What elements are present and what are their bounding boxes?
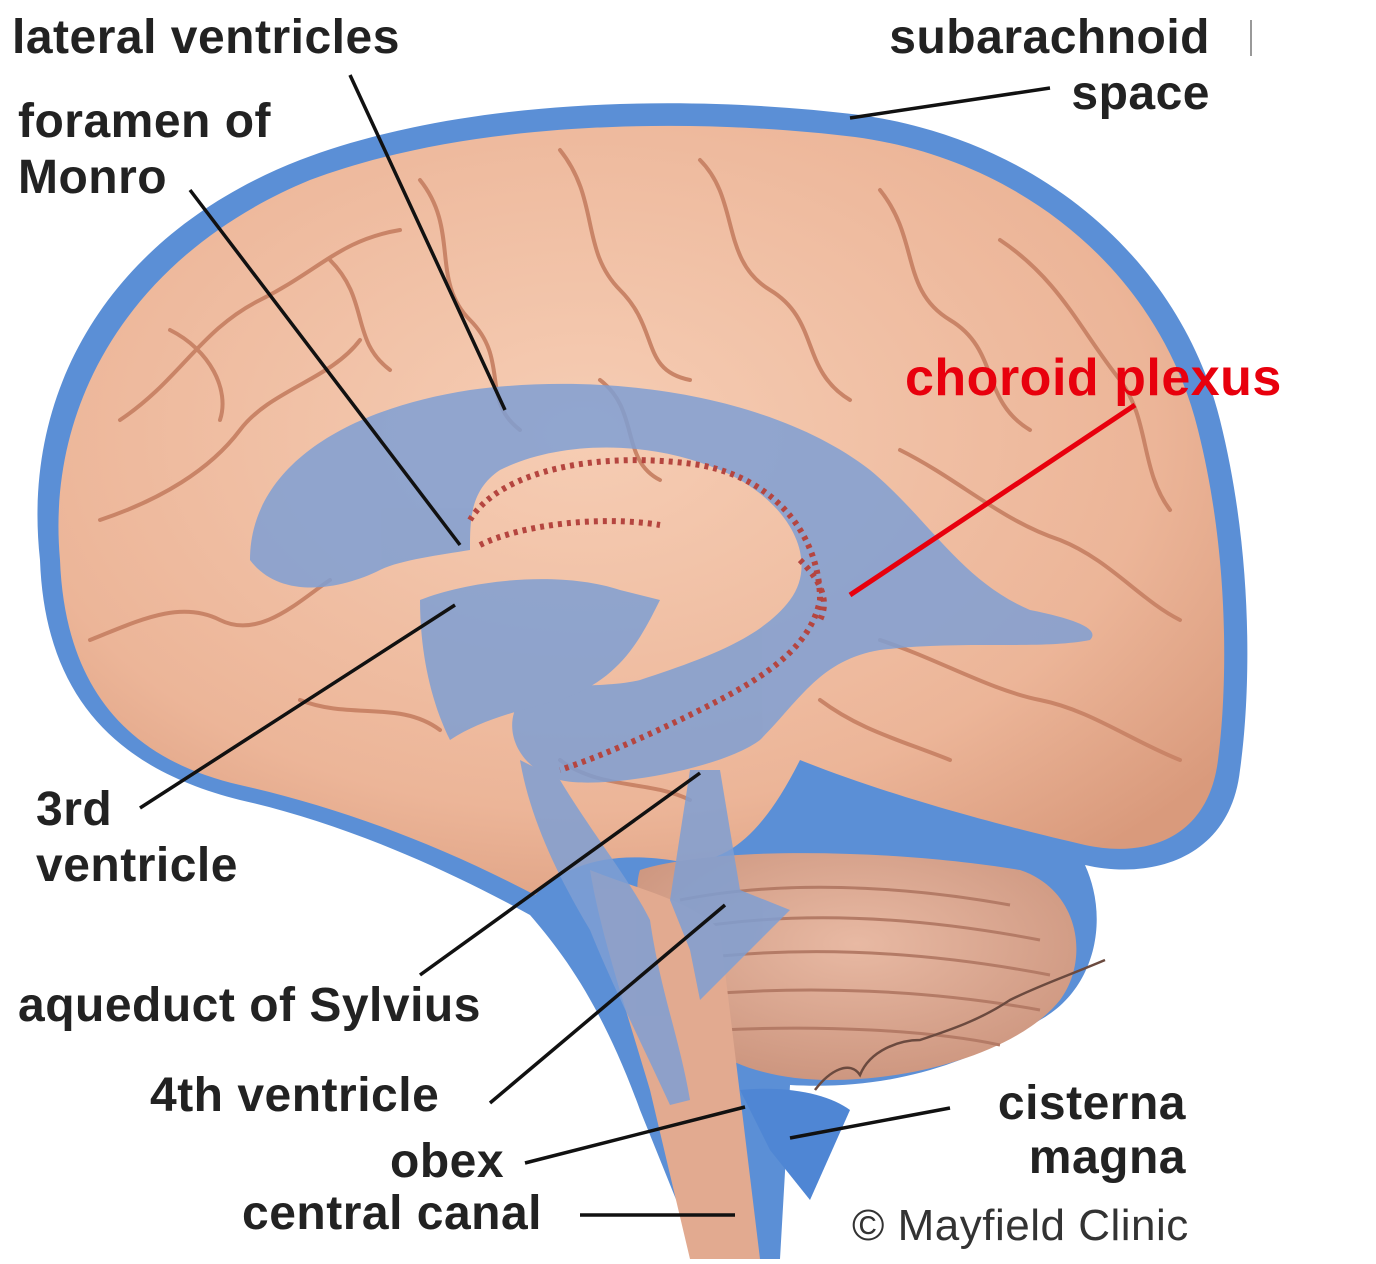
label-3rd-ventricle-line2: ventricle	[36, 840, 238, 892]
label-subarachnoid-line2: space	[1071, 68, 1210, 120]
label-subarachnoid-line1: subarachnoid	[889, 12, 1210, 64]
label-aqueduct-of-sylvius: aqueduct of Sylvius	[18, 980, 481, 1032]
cerebrum-shape	[58, 126, 1224, 895]
label-4th-ventricle: 4th ventricle	[150, 1070, 439, 1122]
leader-subarachnoid-space	[850, 88, 1050, 118]
label-lateral-ventricles: lateral ventricles	[12, 12, 400, 64]
label-cisterna-line1: cisterna	[998, 1078, 1186, 1130]
label-foramen-line1: foramen of	[18, 96, 271, 148]
label-obex: obex	[390, 1136, 504, 1188]
label-3rd-ventricle-line1: 3rd	[36, 784, 112, 836]
label-choroid-plexus: choroid plexus	[905, 352, 1282, 404]
label-foramen-line2: Monro	[18, 152, 167, 204]
credit-mayfield-clinic: © Mayfield Clinic	[852, 1200, 1189, 1252]
label-central-canal: central canal	[242, 1188, 542, 1240]
label-cisterna-line2: magna	[1029, 1132, 1186, 1184]
